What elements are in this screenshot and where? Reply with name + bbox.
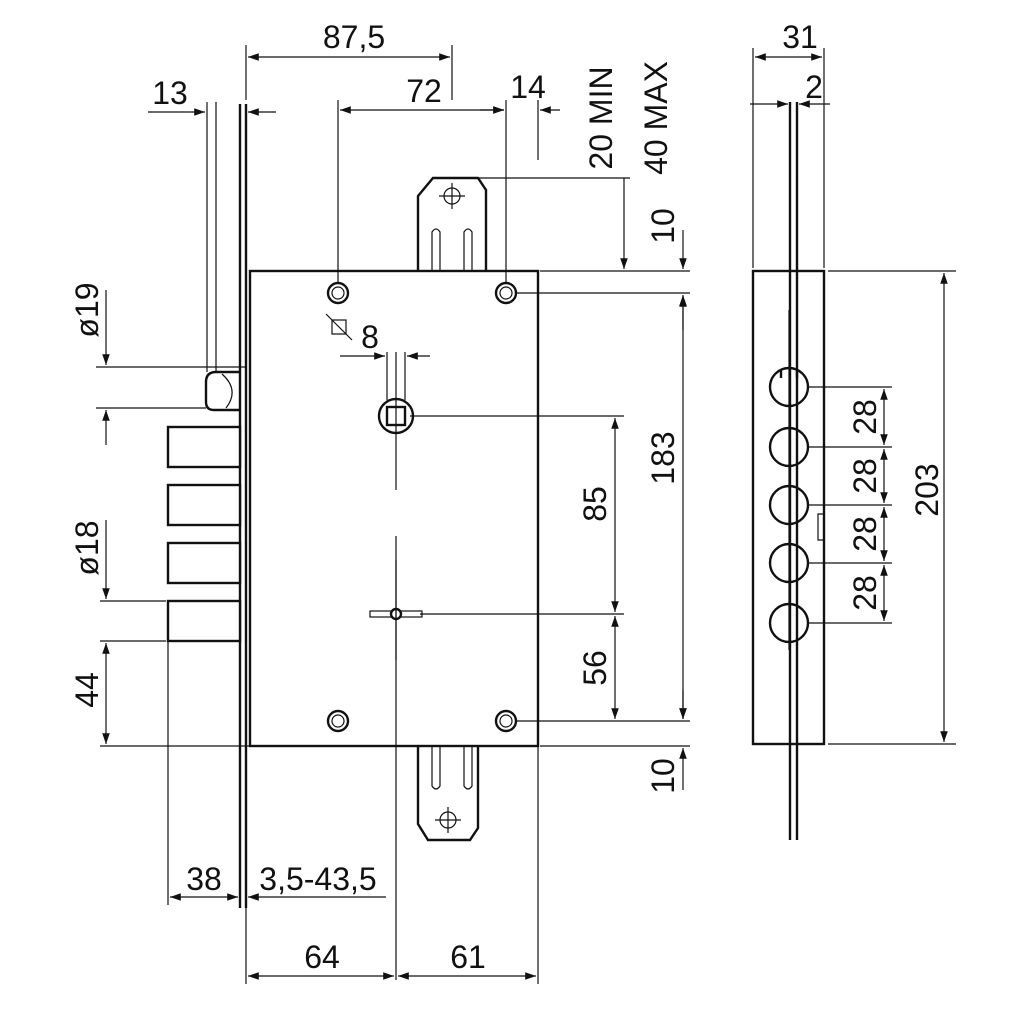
dim-203: 203 [909,463,945,516]
dim-pitch-1: 28 [847,399,883,435]
dim-38: 38 [186,861,222,897]
side-holes [768,310,810,650]
top-strike-tab [416,176,488,271]
dim-dia-19: ø19 [69,282,105,337]
dim-pitch-2: 28 [847,458,883,494]
front-view [166,102,540,980]
dim-72: 72 [406,73,442,109]
dim-40-max: 40 MAX [638,61,674,175]
dim-44: 44 [69,672,105,708]
dim-87-5: 87,5 [323,19,385,55]
dim-pitch-3: 28 [847,516,883,552]
bottom-strike-tab [416,746,480,842]
dim-85: 85 [577,486,613,522]
dim-10-top: 10 [645,208,681,244]
dimension-lines-side [750,48,956,745]
dim-183: 183 [645,431,681,484]
dim-31: 31 [782,19,818,55]
deadbolts [166,425,242,643]
dimension-texts-side: 31 2 203 28 28 28 28 [782,19,945,611]
dim-2: 2 [805,69,823,105]
dim-61: 61 [450,939,486,975]
dimension-texts-front: 87,5 72 14 13 20 MIN 40 MAX 10 183 85 56… [69,19,681,975]
square-symbol [325,313,353,341]
lock-case [248,269,540,748]
latch-bolt [204,102,240,412]
dimension-lines-front [96,45,690,984]
dim-8: 8 [361,319,379,355]
dim-3-5-43-5: 3,5-43,5 [259,861,376,897]
dim-10-bottom: 10 [645,758,681,794]
dim-64: 64 [304,939,340,975]
dim-13: 13 [152,75,188,111]
dim-56: 56 [577,650,613,686]
side-view [751,102,826,840]
dim-20-min: 20 MIN [583,66,619,169]
screw-holes [326,281,518,733]
dim-pitch-4: 28 [847,575,883,611]
dim-dia-18: ø18 [69,520,105,575]
dim-14: 14 [510,69,546,105]
